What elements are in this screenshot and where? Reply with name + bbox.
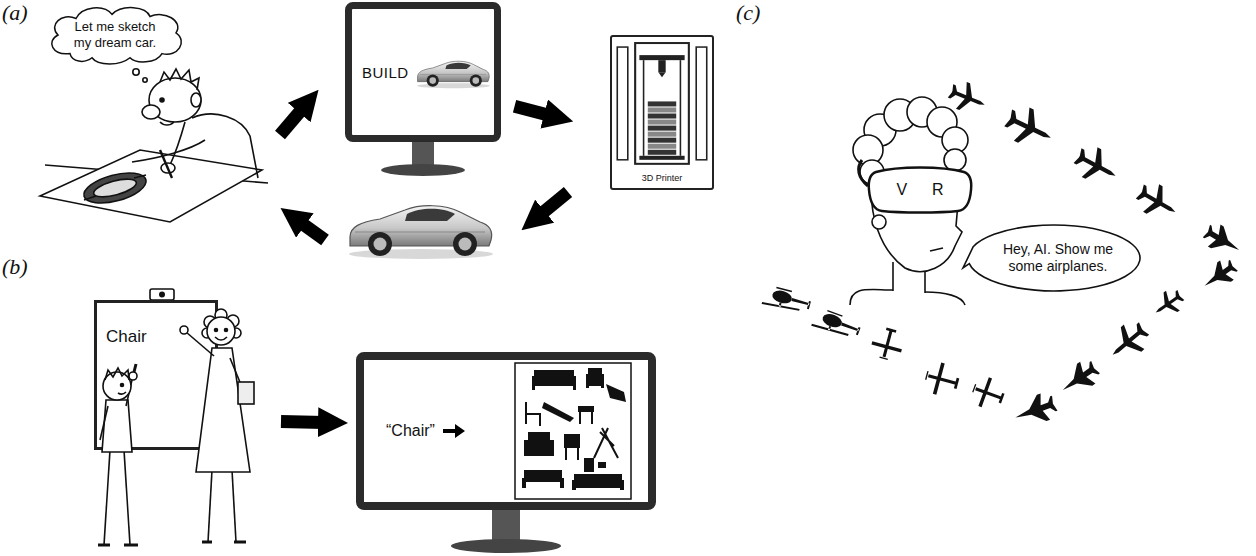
- monitor-screen: BUILD: [345, 2, 501, 142]
- printer-box: 3D Printer: [610, 35, 714, 190]
- node-text: Hey, AI. Show me some airplanes.: [992, 241, 1124, 276]
- node-text-area: Hey, AI. Show me some airplanes.: [962, 222, 1146, 294]
- whiteboard: Chair: [94, 300, 218, 450]
- node-text-area: VR: [868, 166, 972, 214]
- whiteboard-camera: [150, 289, 174, 300]
- node-text-area: BUILD: [352, 9, 494, 135]
- node-text: Let me sketch my dream car.: [67, 19, 163, 50]
- speech-bubble: Hey, AI. Show me some airplanes.: [962, 222, 1146, 294]
- node-outline: [612, 37, 712, 188]
- node-outline: [868, 166, 972, 214]
- thought-cloud: Let me sketch my dream car.: [40, 2, 190, 66]
- node-text: 3D Printer: [612, 173, 712, 184]
- flow-arrow: [281, 415, 324, 429]
- chair-collage: [514, 362, 632, 500]
- node-text: “Chair”: [386, 422, 435, 440]
- node-text: BUILD: [362, 64, 409, 81]
- vr-headset: VR: [868, 166, 972, 214]
- panel-label: (c): [736, 0, 760, 26]
- sketching-person: [40, 69, 268, 222]
- small-arrow: [443, 424, 465, 438]
- node-text: Chair: [106, 327, 215, 347]
- printed-car: [349, 206, 493, 259]
- flow-arrow: [515, 106, 550, 115]
- node-text-area: Let me sketch my dream car.: [40, 2, 190, 66]
- panel-label: (a): [2, 0, 28, 26]
- node-text-area: “Chair”: [364, 360, 648, 502]
- node-text-area: Chair: [97, 303, 215, 347]
- car-thumbnail: [415, 54, 491, 90]
- airplane-ring: [762, 78, 1246, 431]
- panel-label: (b): [2, 254, 28, 280]
- monitor-screen: “Chair”: [356, 352, 656, 510]
- node-text-area: 3D Printer: [612, 173, 712, 184]
- node-text: R: [932, 181, 944, 199]
- node-text: V: [896, 181, 907, 199]
